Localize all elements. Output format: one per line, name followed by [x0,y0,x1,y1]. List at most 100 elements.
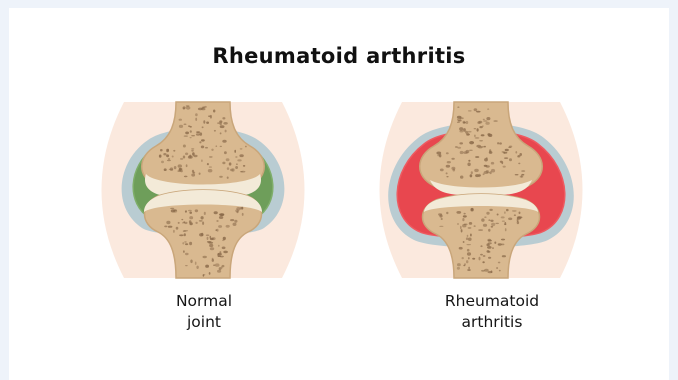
bone-pore [220,146,222,147]
bone-pore [467,235,469,237]
bone-pore [502,255,506,257]
bone-pore [468,131,472,133]
bone-pore [484,269,489,272]
bone-pore [488,242,492,244]
bone-pore [477,128,479,131]
bone-pore [168,226,173,228]
bone-pore [457,106,459,108]
bone-pore [170,208,174,209]
bone-pore [186,164,188,167]
bone-pore [184,176,188,178]
bone-pore [486,244,490,246]
bone-pore [234,220,237,223]
bone-pore [446,165,450,168]
bone-pore [192,170,194,173]
bone-pore [466,260,468,263]
bone-pore [223,251,228,254]
bone-pore [166,221,170,224]
bone-pore [458,120,462,121]
bone-pore [183,156,185,159]
bone-pore [191,173,195,176]
bone-pore [483,119,485,120]
bone-pore [487,250,490,253]
bone-pore [183,108,185,110]
bone-pore [490,171,492,174]
bone-pore [451,158,454,160]
bone-pore [463,121,466,124]
bone-pore [225,130,227,133]
bone-pore [481,134,485,136]
bone-pore [476,111,481,113]
bone-pore [218,255,221,257]
bone-pore [220,132,222,134]
bone-pore [468,257,470,259]
bone-pore [195,222,197,224]
bone-pore [499,142,502,144]
bone-pore [469,150,473,151]
bone-pore [478,229,483,230]
bone-pore [483,120,487,121]
bone-pore [464,213,466,215]
bone-pore [201,216,204,219]
bone-pore [520,176,524,178]
bone-pore [469,141,474,144]
bone-pore [208,169,213,172]
bone-pore [474,225,476,227]
bone-pore [166,154,169,157]
bone-pore [213,264,215,266]
bone-pore [178,222,180,224]
bone-pore [486,157,488,159]
bone-pore [486,117,490,120]
bone-pore [224,151,227,154]
bone-pore [220,251,222,252]
bone-pore [178,164,182,167]
bone-pore [466,237,468,240]
bone-pore [456,211,461,214]
bone-pore [190,137,192,138]
bone-pore [487,109,489,110]
bone-pore [163,153,166,155]
bone-pore [486,165,490,167]
caption-line: joint [104,312,304,333]
bone-pore [189,220,192,223]
bone-pore [515,174,519,175]
bone-pore [460,226,462,230]
bone-pore [218,245,220,247]
bone-pore [509,158,512,161]
bone-pore [217,270,221,273]
bone-pore [497,214,499,216]
bone-pore [487,239,491,242]
bone-pore [201,139,205,141]
bone-pore [489,209,492,211]
bone-pore [481,270,485,272]
bone-pore [208,116,211,117]
bone-pore [462,224,466,227]
bone-pore [195,262,197,265]
bone-pore [484,217,486,218]
bone-pore [204,212,206,215]
bone-pore [436,152,441,155]
bone-pore [470,174,473,177]
bone-pore [188,126,191,127]
bone-pore [461,229,463,232]
bone-pore [474,169,479,172]
bone-pore [199,220,203,221]
bone-pore [212,237,216,240]
bone-pore [504,211,506,214]
bone-pore [184,241,187,242]
bone-pore [209,272,211,275]
bone-pore [218,225,222,228]
bone-pore [482,261,484,263]
bone-pore [468,160,470,162]
bone-pore [223,237,226,240]
figure-title: Rheumatoid arthritis [0,44,678,68]
bone-pore [488,271,493,273]
bone-pore [475,156,479,158]
bone-pore [490,220,493,222]
bone-pore [239,154,243,157]
bone-pore [222,265,225,267]
bone-pore [488,220,490,221]
bone-pore [235,166,238,169]
bone-pore [182,242,184,244]
bone-pore [201,146,204,149]
